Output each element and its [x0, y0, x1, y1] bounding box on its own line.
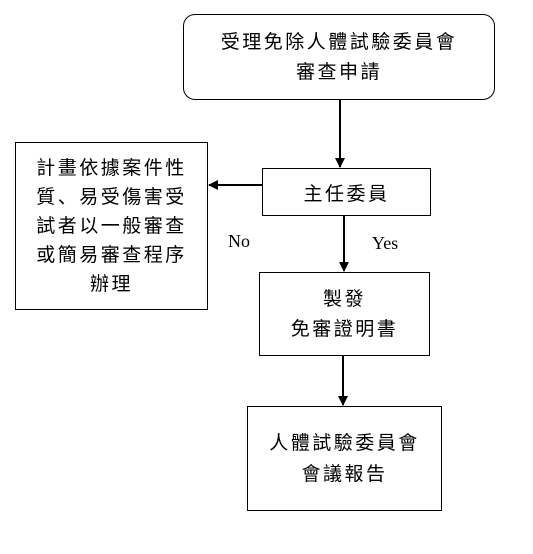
issue-certificate-line-1: 製發	[322, 288, 366, 310]
application-line-1: 受理免除人體試驗委員會	[220, 31, 458, 53]
committee-report-line-2: 會議報告	[301, 462, 388, 485]
edge-label-no: No	[228, 231, 250, 251]
regular-review-line-1: 計畫依據案件性	[36, 156, 187, 179]
committee-report-line-1: 人體試驗委員會	[269, 431, 420, 454]
application-node: 受理免除人體試驗委員會 審查申請	[183, 14, 495, 100]
chair-node: 主任委員	[262, 168, 431, 216]
regular-review-line-2: 質、易受傷害受	[36, 185, 187, 208]
edge-label-yes: Yes	[372, 233, 399, 253]
regular-review-line-4: 或簡易審查程序	[36, 243, 187, 266]
issue-certificate-line-2: 免審證明書	[290, 318, 399, 340]
issue-certificate-node: 製發 免審證明書	[259, 272, 430, 356]
regular-review-node: 計畫依據案件性 質、易受傷害受 試者以一般審查 或簡易審查程序 辦理	[15, 142, 208, 310]
regular-review-line-3: 試者以一般審查	[36, 214, 187, 237]
chair-line-1: 主任委員	[303, 182, 390, 205]
application-line-2: 審查申請	[295, 61, 382, 83]
regular-review-line-5: 辦理	[89, 272, 133, 295]
committee-report-node: 人體試驗委員會 會議報告	[247, 406, 442, 511]
